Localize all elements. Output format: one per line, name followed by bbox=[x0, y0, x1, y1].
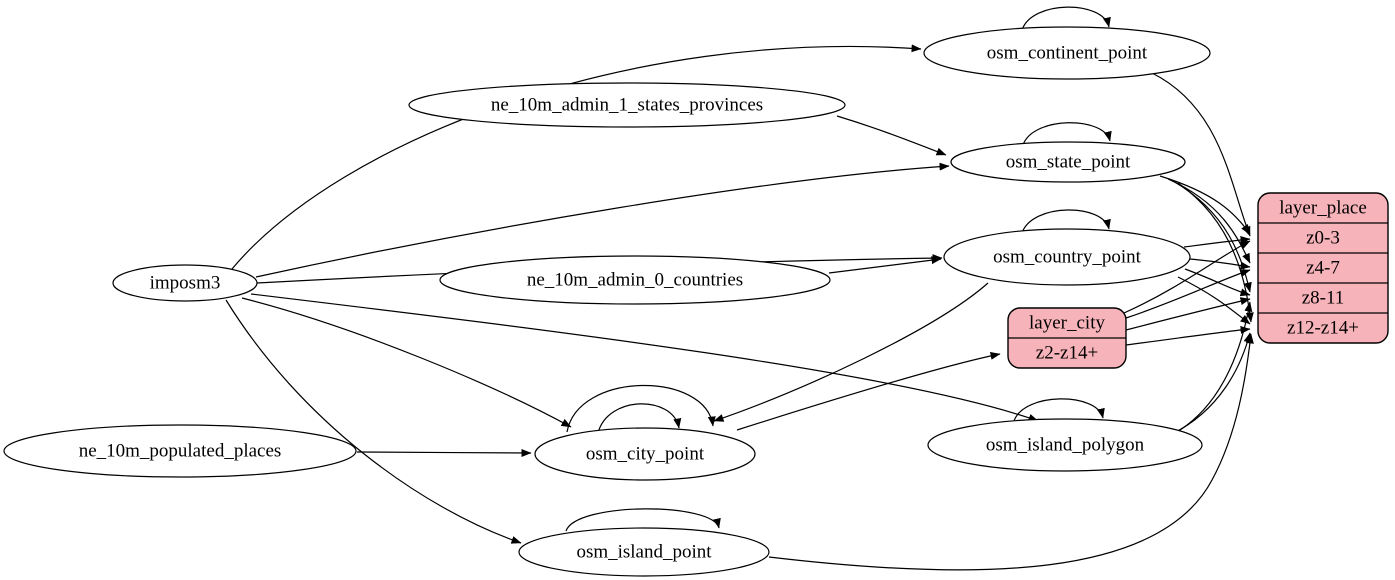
edge-imposm3-to-osm_island_polygon bbox=[250, 293, 1039, 422]
edge-osm_city_point-to-osm_city_point bbox=[566, 384, 716, 433]
edge-osm_state_point-to-osm_state_point bbox=[1022, 122, 1112, 146]
node-label-osm_continent_point: osm_continent_point bbox=[987, 43, 1148, 64]
edge-osm_continent_point-to-layer_place:z0-3 bbox=[1151, 72, 1251, 237]
node-shape-osm_island_point bbox=[518, 527, 770, 577]
edge-osm_continent_point-to-osm_continent_point bbox=[1021, 6, 1111, 31]
edge-osm_state_point-to-layer_place:z0-3 bbox=[1159, 175, 1251, 235]
edge-imposm3-to-osm_city_point bbox=[241, 297, 572, 428]
node-shape-osm_country_point bbox=[943, 228, 1191, 286]
edge-layer_city-to-layer_place:z12-z14+ bbox=[1125, 325, 1251, 346]
records-layer: layer_city z2-z14+ layer_place z0-3 z4-7 z8-1… bbox=[1007, 192, 1389, 369]
edge-osm_country_point-to-layer_place:z4-7 bbox=[1188, 258, 1251, 270]
edge-imposm3-to-osm_state_point bbox=[255, 162, 950, 278]
node-shape-ne_10m_populated_places bbox=[3, 424, 357, 478]
record-row-label-layer_city-0: layer_city bbox=[1029, 313, 1105, 334]
edge-osm_city_point-to-layer_city:z2-z14+ bbox=[736, 351, 1001, 431]
edge-osm_island_polygon-to-layer_place:z12-z14+ bbox=[1171, 332, 1252, 435]
node-label-osm_island_polygon: osm_island_polygon bbox=[986, 435, 1145, 456]
edge-osm_country_point-to-layer_place:z12-z14+ bbox=[1177, 276, 1251, 325]
edge-osm_island_polygon-to-layer_place:z8-11 bbox=[1179, 301, 1253, 431]
edge-ne_10m_admin_1_states_provinces-to-osm_state_point bbox=[836, 115, 947, 156]
node-ne_10m_populated_places: ne_10m_populated_places bbox=[3, 424, 357, 478]
node-osm_country_point: osm_country_point bbox=[943, 228, 1191, 286]
node-label-osm_country_point: osm_country_point bbox=[993, 247, 1141, 268]
node-label-ne_10m_populated_places: ne_10m_populated_places bbox=[79, 441, 282, 462]
record-row-label-layer_place-1: z0-3 bbox=[1306, 228, 1340, 249]
edge-ne_10m_admin_0_countries-to-osm_country_point bbox=[828, 256, 942, 274]
edge-layer_city-to-layer_place:z0-3 bbox=[1123, 240, 1251, 314]
edge-osm_city_point-to-osm_city_point bbox=[597, 403, 682, 434]
node-label-osm_island_point: osm_island_point bbox=[576, 542, 712, 563]
node-label-osm_state_point: osm_state_point bbox=[1006, 152, 1131, 173]
edge-ne_10m_populated_places-to-osm_city_point bbox=[356, 448, 532, 457]
node-shape-ne_10m_admin_1_states_provinces bbox=[408, 82, 846, 128]
edge-osm_island_point-to-osm_island_point bbox=[565, 508, 721, 532]
record-row-label-layer_place-3: z8-11 bbox=[1302, 288, 1345, 309]
node-label-ne_10m_admin_1_states_provinces: ne_10m_admin_1_states_provinces bbox=[491, 95, 763, 116]
record-row-label-layer_city-1: z2-z14+ bbox=[1036, 343, 1098, 364]
record-layer_city: layer_city z2-z14+ bbox=[1007, 307, 1127, 369]
node-label-osm_city_point: osm_city_point bbox=[586, 444, 705, 465]
node-imposm3: imposm3 bbox=[112, 264, 258, 302]
node-ne_10m_admin_1_states_provinces: ne_10m_admin_1_states_provinces bbox=[408, 82, 846, 128]
edge-osm_country_point-to-layer_place:z0-3 bbox=[1183, 235, 1251, 248]
edge-osm_island_point-to-layer_place:z12-z14+ bbox=[768, 333, 1254, 571]
record-row-label-layer_place-0: layer_place bbox=[1279, 198, 1367, 219]
node-shape-ne_10m_admin_0_countries bbox=[439, 255, 831, 305]
edge-imposm3-to-osm_island_point bbox=[225, 299, 522, 544]
edge-imposm3-to-osm_continent_point bbox=[231, 44, 922, 270]
record-row-label-layer_place-2: z4-7 bbox=[1306, 258, 1340, 279]
edge-osm_country_point-to-osm_country_point bbox=[1021, 209, 1111, 234]
node-shape-osm_state_point bbox=[950, 141, 1186, 183]
node-osm_city_point: osm_city_point bbox=[534, 427, 756, 481]
node-osm_state_point: osm_state_point bbox=[950, 141, 1186, 183]
edges-layer bbox=[225, 6, 1254, 571]
edge-osm_island_polygon-to-osm_island_polygon bbox=[1013, 398, 1105, 422]
node-label-ne_10m_admin_0_countries: ne_10m_admin_0_countries bbox=[527, 270, 743, 291]
edge-layer_city-to-layer_place:z4-7 bbox=[1125, 269, 1251, 319]
node-shape-imposm3 bbox=[112, 264, 258, 302]
node-label-imposm3: imposm3 bbox=[150, 273, 221, 294]
node-ne_10m_admin_0_countries: ne_10m_admin_0_countries bbox=[439, 255, 831, 305]
node-shape-osm_continent_point bbox=[923, 26, 1211, 80]
node-osm_island_point: osm_island_point bbox=[518, 527, 770, 577]
node-shape-osm_city_point bbox=[534, 427, 756, 481]
record-layer_place: layer_place z0-3 z4-7 z8-11 z12-z14+ bbox=[1257, 192, 1389, 344]
edge-osm_country_point-to-osm_city_point bbox=[713, 282, 989, 422]
node-shape-osm_island_polygon bbox=[927, 418, 1203, 472]
nodes-layer: imposm3 ne_10m_admin_1_states_provincesne… bbox=[3, 26, 1211, 577]
node-osm_continent_point: osm_continent_point bbox=[923, 26, 1211, 80]
node-osm_island_polygon: osm_island_polygon bbox=[927, 418, 1203, 472]
record-row-label-layer_place-4: z12-z14+ bbox=[1287, 318, 1359, 339]
record-shape-layer_place bbox=[1257, 192, 1389, 344]
edge-osm_country_point-to-layer_place:z8-11 bbox=[1184, 268, 1251, 297]
edge-layer_city-to-layer_place:z8-11 bbox=[1125, 297, 1251, 331]
